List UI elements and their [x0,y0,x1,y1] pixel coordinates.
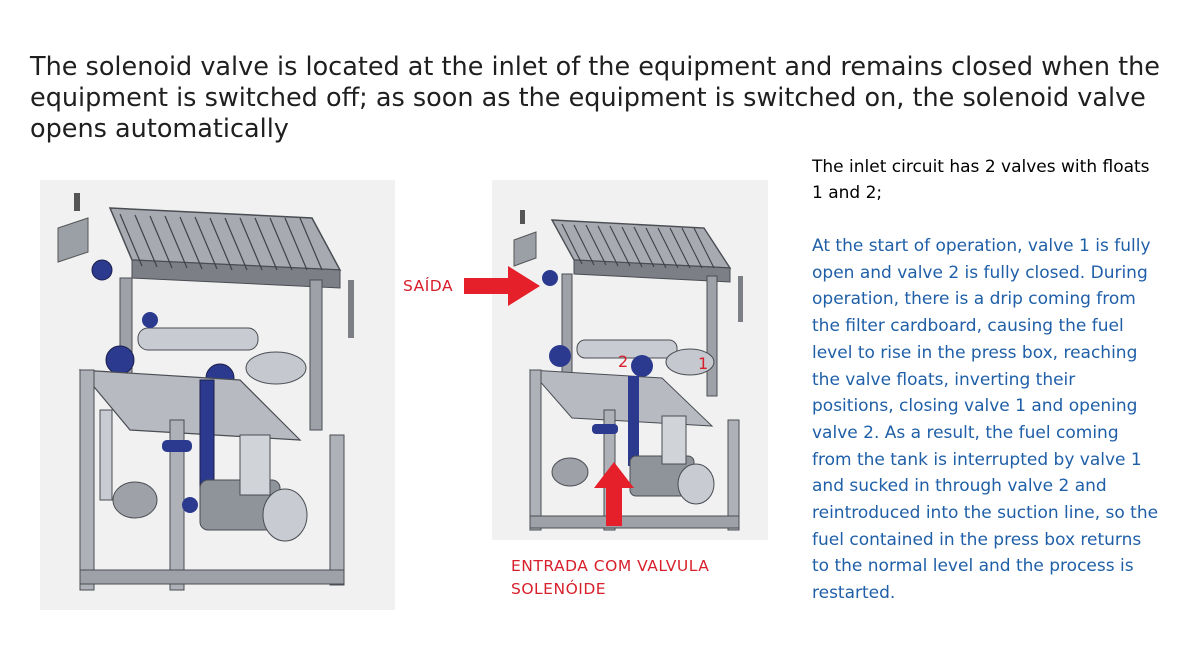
inlet-label: ENTRADA COM VALVULA SOLENÓIDE [511,557,710,598]
machine-illustration-left [40,180,395,610]
inlet-arrow-icon [594,462,634,526]
operation-description: At the start of operation, valve 1 is fu… [812,236,1159,604]
slide-title: The solenoid valve is located at the inl… [30,52,1160,144]
machine-drawing-right [513,210,743,531]
float-marker-1: 1 [698,354,709,373]
machine-drawing-left [57,193,354,591]
float-marker-2: 2 [618,352,629,371]
inlet-circuit-intro: The inlet circuit has 2 valves with floa… [812,157,1150,203]
outlet-label: SAÍDA [403,277,454,295]
machine-illustration-right: 2 1 [492,180,768,540]
outlet-arrow-icon [464,266,540,306]
